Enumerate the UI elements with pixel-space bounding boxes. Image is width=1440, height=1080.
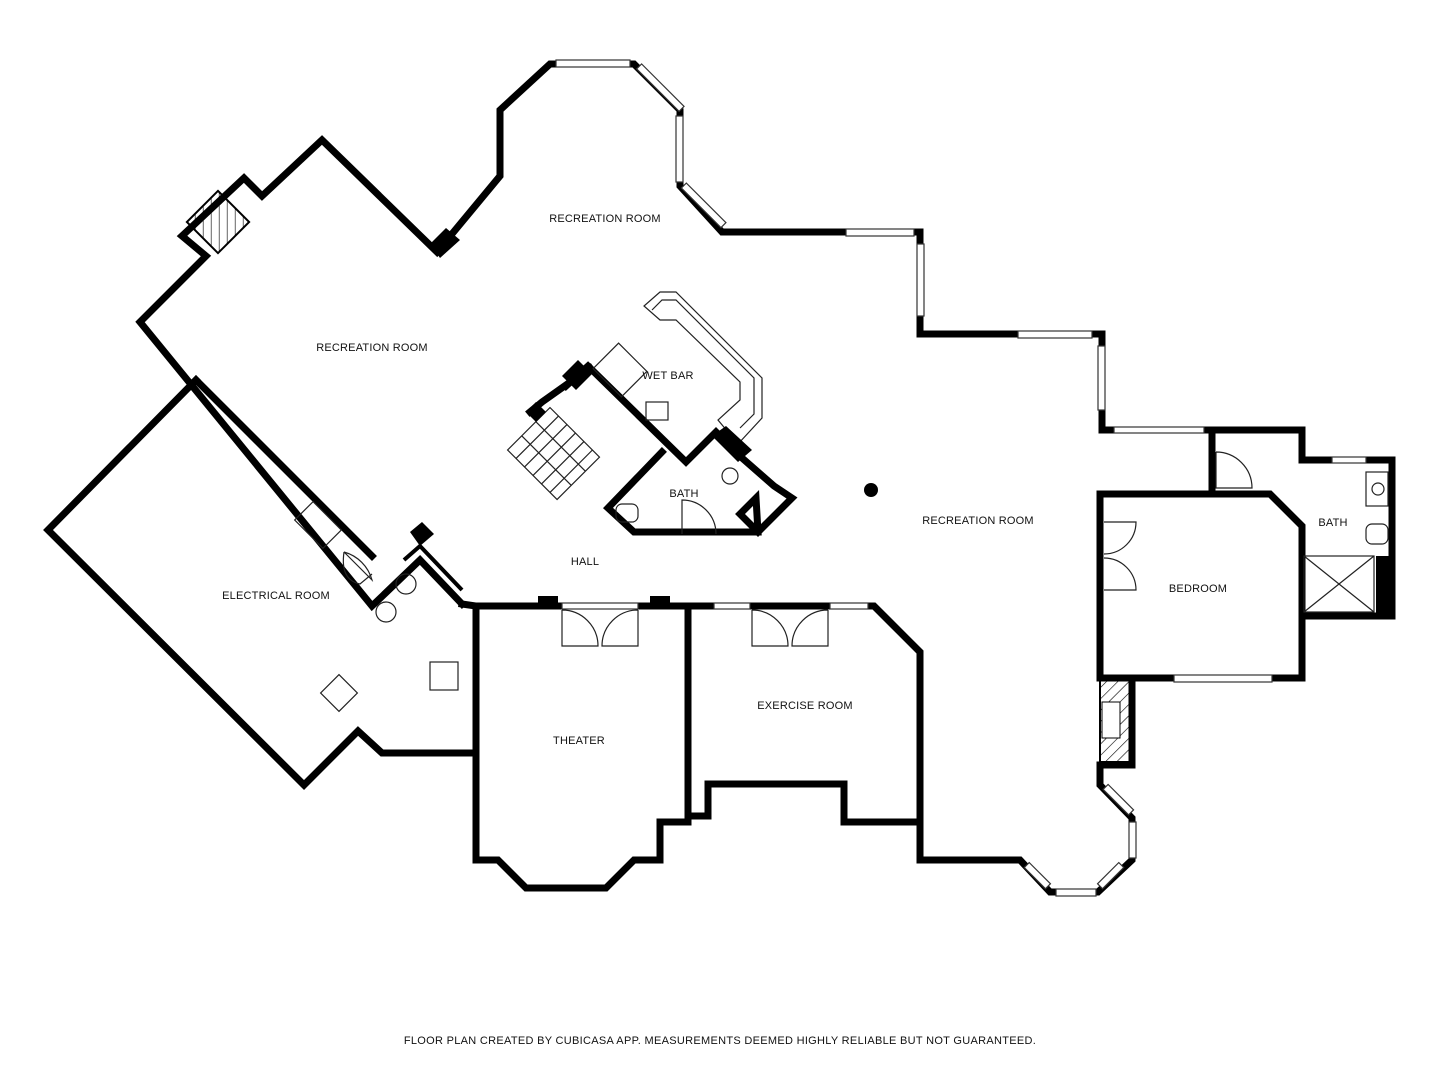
fireplace-right-insert [1101, 701, 1121, 739]
window-bay-3 [1102, 783, 1135, 816]
bedroom-walls [1096, 490, 1306, 682]
exercise-room-bottom-wall [684, 780, 924, 826]
window-bay-5 [1096, 861, 1125, 890]
electrical-wall-diag [191, 375, 377, 561]
bath-right-toilet [1365, 523, 1389, 545]
window-bay-2 [1128, 821, 1137, 859]
window-bay-4 [1023, 861, 1052, 890]
electrical-door-2 [342, 551, 373, 585]
window-top [555, 59, 631, 68]
water-heater-1 [395, 573, 417, 595]
bedroom-closet-door-bottom [1103, 557, 1137, 591]
bath-right-sink-bowl [1371, 482, 1385, 496]
label-exercise: EXERCISE ROOM [757, 700, 853, 712]
window-top-right-2 [675, 115, 684, 183]
label-electrical: ELECTRICAL ROOM [222, 590, 330, 602]
label-recreation-right: RECREATION ROOM [922, 515, 1034, 527]
label-bedroom: BEDROOM [1169, 583, 1227, 595]
label-wet-bar: WET BAR [642, 370, 693, 382]
label-bath-center: BATH [669, 488, 698, 500]
wet-bar-counter-inner [651, 299, 755, 429]
window-top-right-1 [635, 63, 685, 113]
outer-wall-right-bay [684, 602, 1136, 896]
bath-center-toilet [615, 503, 639, 523]
disclaimer-footer: FLOOR PLAN CREATED BY CUBICASA APP. MEAS… [403, 1035, 1037, 1047]
electrical-door [343, 551, 374, 583]
staircase [506, 406, 601, 501]
wet-bar-counter [643, 291, 763, 445]
column [864, 483, 878, 497]
window-upper-1 [845, 228, 915, 237]
window-exercise-1 [713, 602, 751, 610]
wet-bar-bath-walls [561, 361, 798, 537]
bedroom-closet-door-top [1103, 521, 1137, 555]
pier-theater-left [538, 596, 558, 606]
label-recreation-left: RECREATION ROOM [316, 342, 428, 354]
pier-bath [712, 426, 752, 462]
furnace-1 [429, 661, 459, 691]
pier-bath-right [1376, 556, 1394, 616]
window-top-right-3 [680, 182, 727, 229]
bath-right-shower [1303, 555, 1375, 613]
window-bay-1 [1055, 888, 1097, 897]
theater-door-left [561, 609, 599, 647]
furnace-2 [319, 673, 359, 713]
window-upper-3 [1017, 330, 1093, 339]
electrical-room-walls [43, 375, 480, 790]
pier-stair-2 [526, 402, 546, 422]
bath-right-door [1215, 451, 1253, 489]
window-upper-4 [1097, 345, 1106, 411]
exercise-door-right [791, 609, 829, 647]
exercise-door-left [751, 609, 789, 647]
pier-electrical [410, 522, 434, 546]
label-bath-right: BATH [1318, 517, 1347, 529]
window-theater-1 [561, 602, 639, 610]
bath-center-door [681, 499, 717, 535]
pier-top [430, 228, 460, 258]
bath-center-sink [721, 467, 739, 485]
wet-bar-sink [645, 401, 669, 421]
theater-walls [472, 602, 692, 892]
label-recreation-top: RECREATION ROOM [549, 213, 661, 225]
theater-door-right [601, 609, 639, 647]
pier-theater-right [650, 596, 670, 606]
wet-bar-cabinet [592, 342, 648, 398]
electrical-panel [293, 500, 343, 550]
pier-stair [562, 360, 592, 390]
fireplace-left [185, 189, 251, 255]
window-slider [1113, 426, 1205, 434]
window-bedroom-bottom [1173, 674, 1273, 683]
window-bath-right [1331, 456, 1367, 464]
outer-wall-main [135, 60, 1216, 612]
label-theater: THEATER [553, 735, 605, 747]
bath-right-sink [1365, 471, 1389, 507]
window-exercise-2 [829, 602, 869, 610]
water-heater-2 [375, 601, 397, 623]
label-hall: HALL [571, 556, 599, 568]
window-upper-2 [916, 243, 925, 317]
